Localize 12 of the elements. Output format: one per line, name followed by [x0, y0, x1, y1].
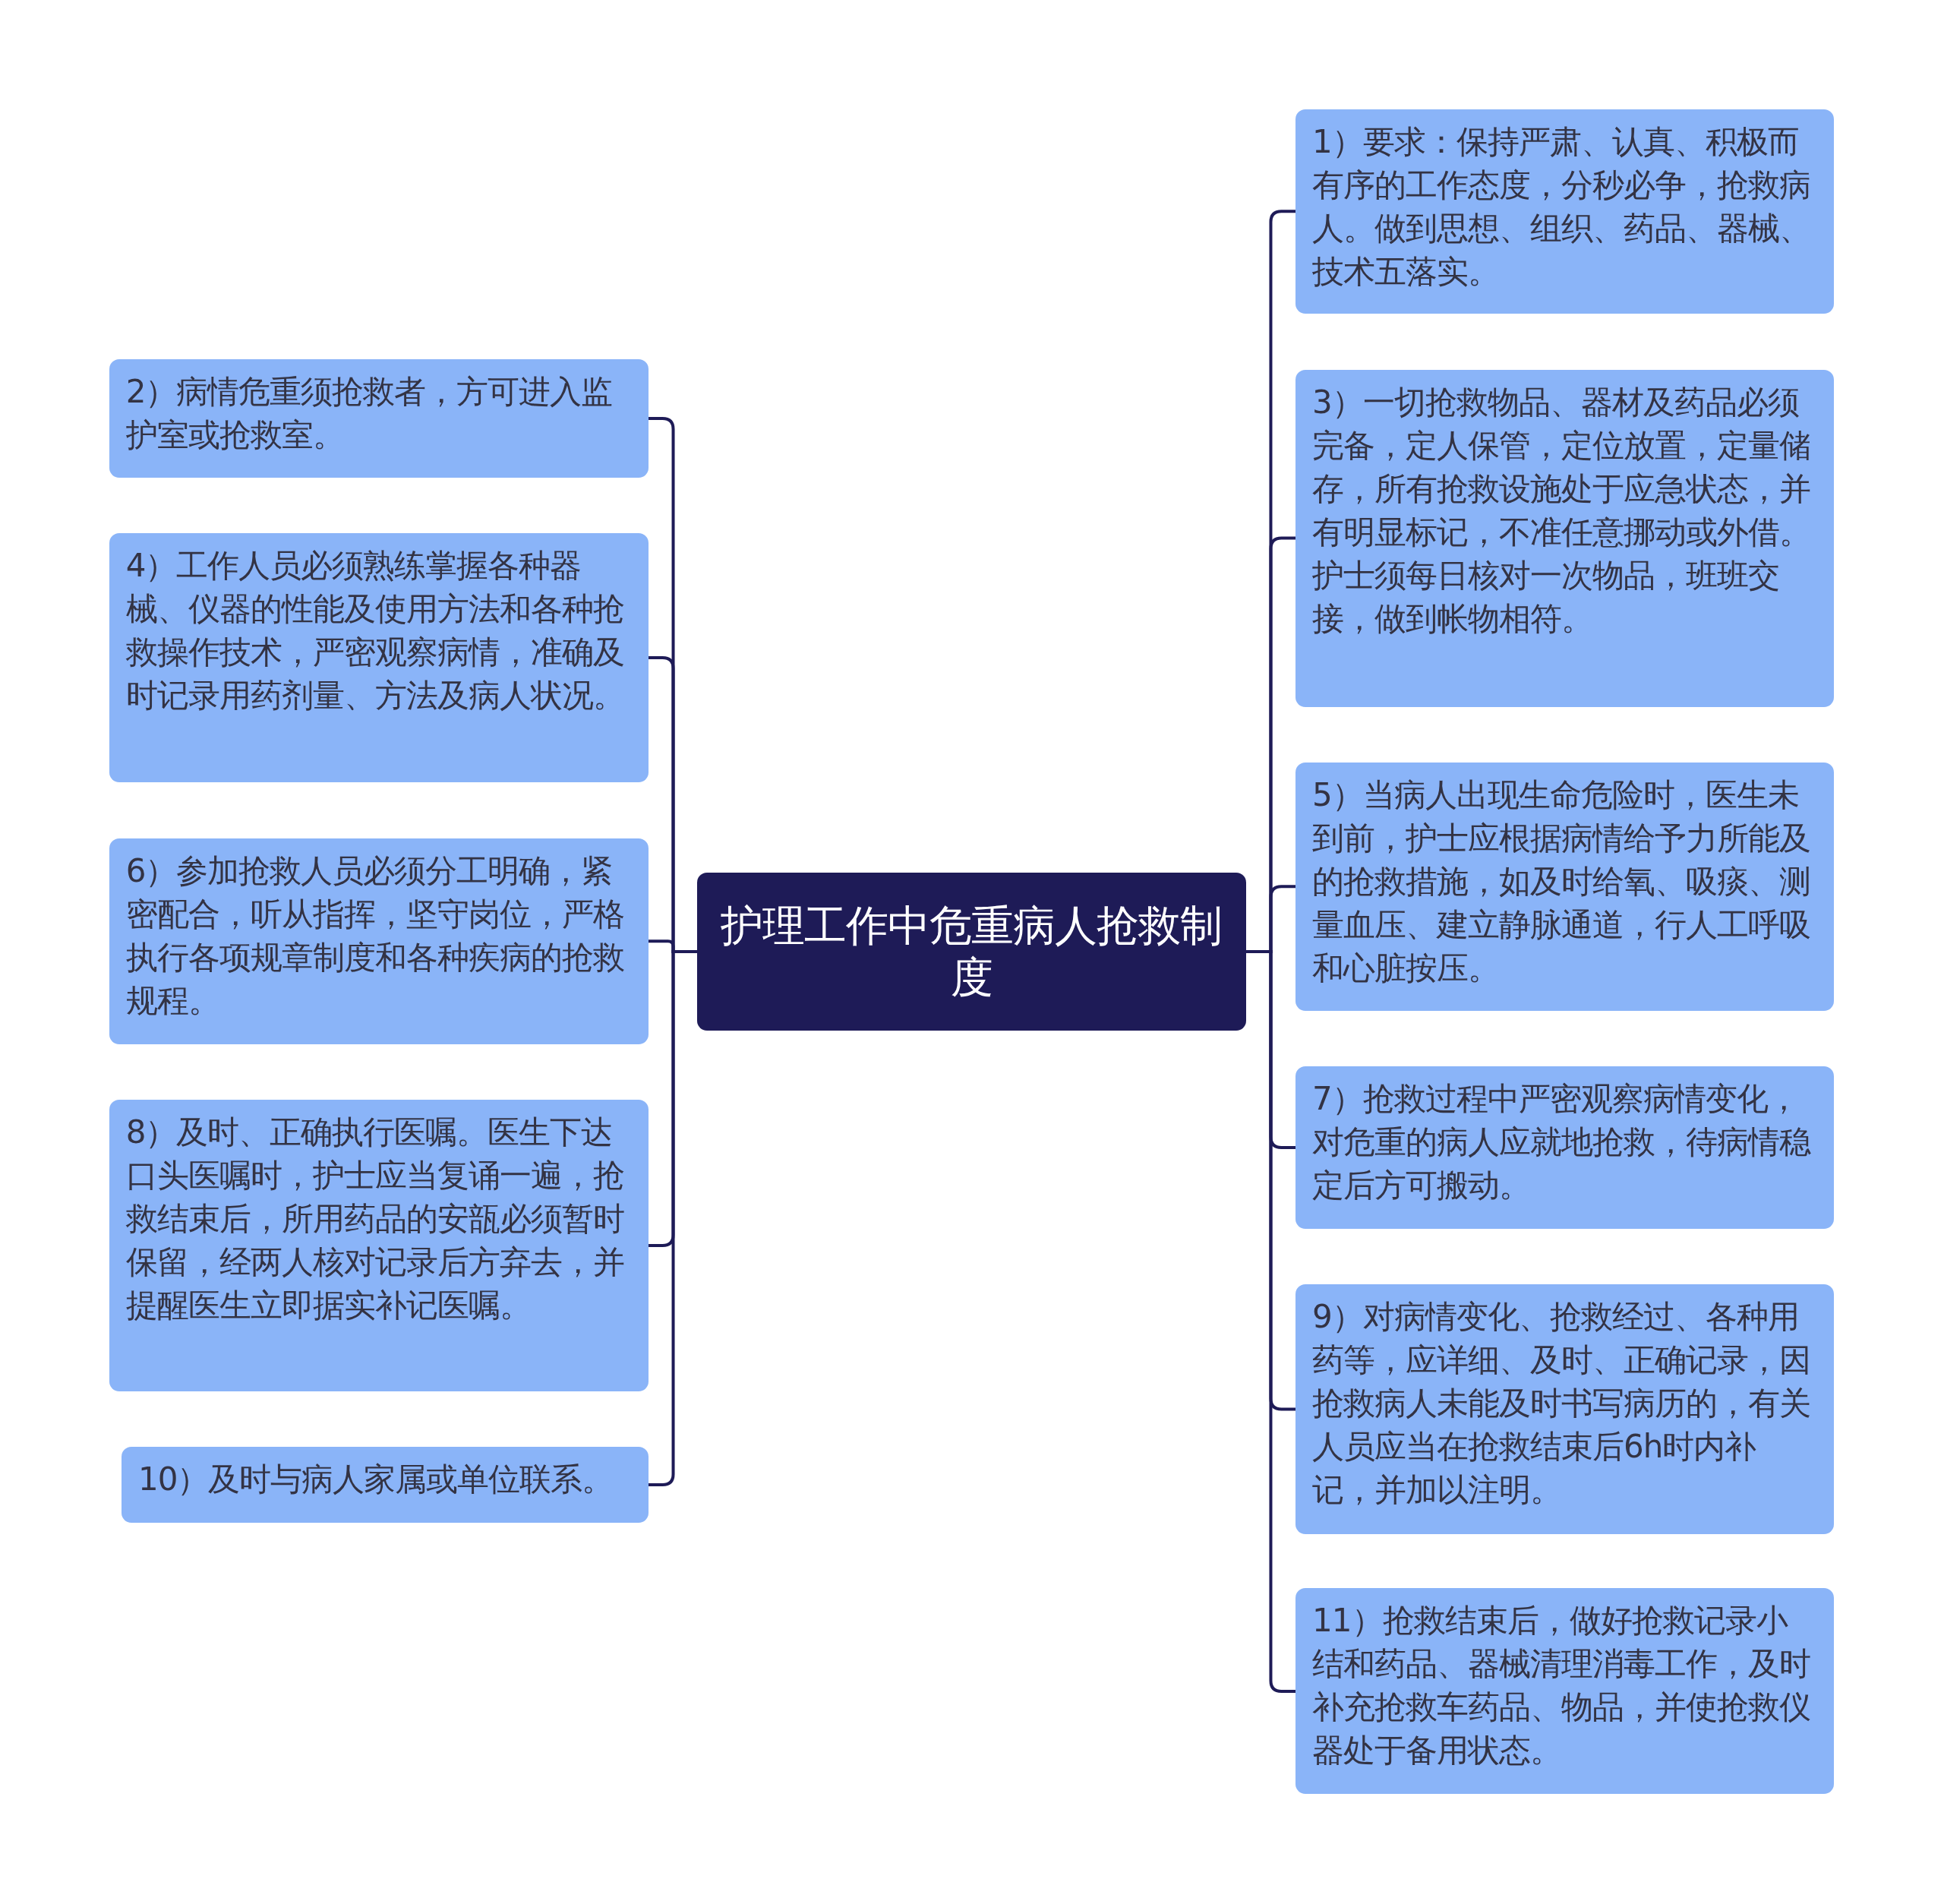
topic-box: 2）病情危重须抢救者，方可进入监护室或抢救室。	[109, 359, 649, 478]
topic-box: 7）抢救过程中严密观察病情变化，对危重的病人应就地抢救，待病情稳定后方可搬动。	[1295, 1066, 1834, 1229]
topic-box: 9）对病情变化、抢救经过、各种用药等，应详细、及时、正确记录，因抢救病人未能及时书写病历的，有关人员应当在抢救结束后6h时内补记，并加以注明。	[1295, 1284, 1834, 1534]
central-topic-box: 护理工作中危重病人抢救制度	[696, 873, 1246, 1031]
topic-box: 8）及时、正确执行医嘱。医生下达口头医嘱时，护士应当复诵一遍，抢救结束后，所用药品的安瓿必须暂时保留，经两人核对记录后方弃去，并提醒医生立即据实补记医嘱。	[109, 1100, 649, 1391]
topic-box: 10）及时与病人家属或单位联系。	[122, 1447, 649, 1523]
topic-box: 6）参加抢救人员必须分工明确，紧密配合，听从指挥，坚守岗位，严格执行各项规章制度和各种疾病的抢救规程。	[109, 838, 649, 1044]
topic-box: 4）工作人员必须熟练掌握各种器械、仪器的性能及使用方法和各种抢救操作技术，严密观察病情，准确及时记录用药剂量、方法及病人状况。	[109, 533, 649, 783]
topic-box: 3）一切抢救物品、器材及药品必须完备，定人保管，定位放置，定量储存，所有抢救设施处于应急状态，并有明显标记，不准任意挪动或外借。护士须每日核对一次物品，班班交接，做到帐物相符。	[1295, 369, 1834, 707]
topic-box: 11）抢救结束后，做好抢救记录小结和药品、器械清理消毒工作，及时补充抢救车药品、物品，并使抢救仪器处于备用状态。	[1295, 1588, 1834, 1795]
topic-box: 1）要求：保持严肃、认真、积极而有序的工作态度，分秒必争，抢救病人。做到思想、组织、药品、器械、技术五落实。	[1295, 109, 1834, 314]
topic-box: 5）当病人出现生命危险时，医生未到前，护士应根据病情给予力所能及的抢救措施，如及时给氧、吸痰、测量血压、建立静脉通道，行人工呼吸和心脏按压。	[1295, 763, 1834, 1011]
